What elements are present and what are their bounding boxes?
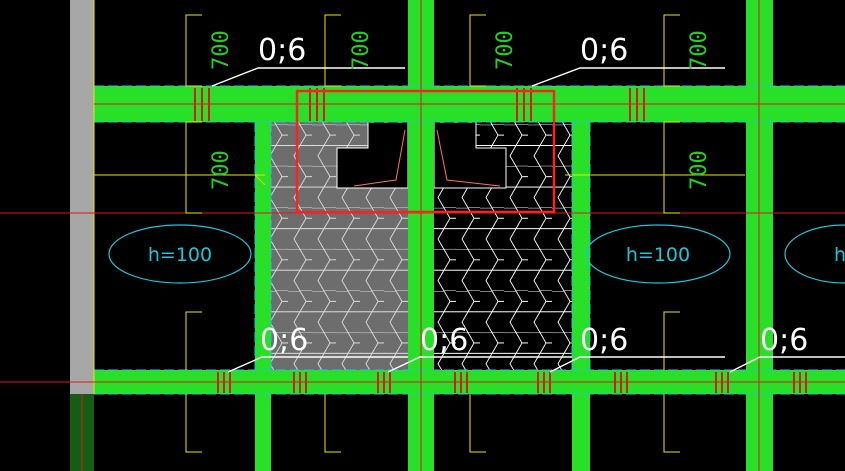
rebar-label-1: 0;6	[258, 33, 306, 68]
elevation-markers	[108, 224, 845, 284]
rebar-label-4: 0;6	[420, 323, 468, 358]
rebar-label-3: 0;6	[260, 323, 308, 358]
void-left-outline	[353, 129, 406, 187]
beam-v-1	[255, 122, 271, 370]
beam-v-3	[572, 122, 590, 370]
elevation-label-2: h=100	[626, 244, 690, 266]
rebar-label-5: 0;6	[580, 323, 628, 358]
beam-v-3b	[572, 394, 590, 471]
dimension-label-4: 700	[687, 30, 712, 70]
dimension-label-5: 700	[209, 150, 234, 190]
rebar-ticks	[194, 88, 807, 393]
dimension-label-2: 700	[349, 30, 374, 70]
elevation-label-3: h	[834, 244, 845, 266]
rebar-label-2: 0;6	[580, 33, 628, 68]
rebar-label-6: 0;6	[760, 323, 808, 358]
elevation-label-1: h=100	[148, 244, 212, 266]
column-grey	[70, 0, 94, 394]
hatched-slabs	[270, 121, 572, 372]
leader-lines	[211, 67, 845, 373]
selection-box[interactable]	[295, 89, 556, 214]
void-right-outline	[436, 129, 501, 187]
dimension-label-3: 700	[493, 30, 518, 70]
beam-edges	[94, 85, 845, 395]
dimension-label-6: 700	[687, 150, 712, 190]
dimension-label-1: 700	[209, 30, 234, 70]
dimension-brackets	[94, 14, 745, 453]
beam-v-1b	[255, 394, 271, 471]
